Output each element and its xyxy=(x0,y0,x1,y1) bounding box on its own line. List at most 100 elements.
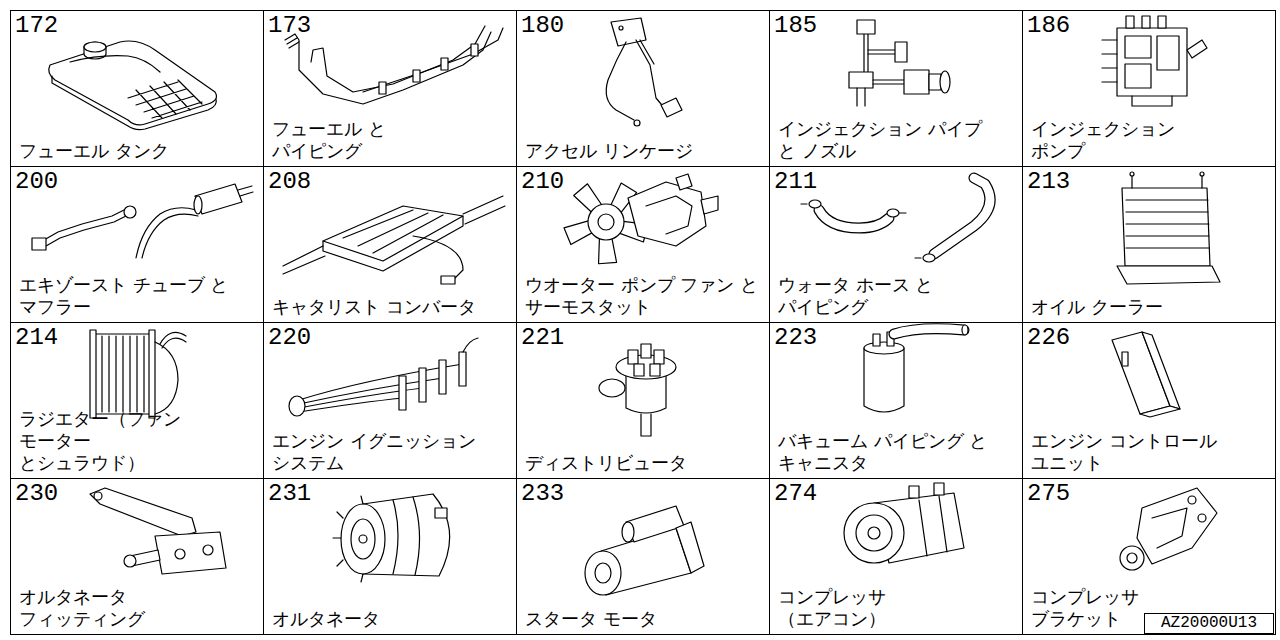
water-pump-fan-drawing xyxy=(676,174,692,190)
water-hose-drawing xyxy=(809,200,821,208)
catalytic-converter-drawing xyxy=(463,196,505,224)
catalog-cell: 274コンプレッサ （エアコン） xyxy=(769,478,1023,635)
callout-number: 186 xyxy=(1027,12,1070,40)
alternator-drawing xyxy=(341,504,385,574)
fuel-tank-drawing xyxy=(70,56,160,72)
water-pump-fan-drawing xyxy=(598,214,614,230)
control-unit-drawing xyxy=(1142,332,1180,409)
compressor-drawing xyxy=(934,483,944,495)
water-hose-drawing xyxy=(934,178,990,254)
exhaust-muffler-drawing xyxy=(32,184,253,258)
injection-nozzle-drawing xyxy=(868,50,895,54)
compressor-bracket-drawing xyxy=(1152,508,1187,548)
catalog-cell: 226エンジン コントロール ユニット xyxy=(1022,322,1276,479)
catalog-cell: 233スタータ モータ xyxy=(516,478,770,635)
oil-cooler-drawing xyxy=(1122,188,1210,266)
water-hose-drawing xyxy=(819,210,889,228)
callout-number: 223 xyxy=(774,324,817,352)
catalog-cell: 231オルタネータ xyxy=(263,478,517,635)
water-pump-fan-drawing xyxy=(628,182,706,246)
exhaust-muffler-drawing xyxy=(44,209,126,240)
part-name: フューエル と パイピング xyxy=(272,118,422,162)
fuel-tank-drawing xyxy=(52,76,216,130)
distributor-drawing xyxy=(599,379,625,397)
catalytic-converter-drawing xyxy=(413,236,463,280)
callout-number: 200 xyxy=(15,168,58,196)
oil-cooler-drawing xyxy=(1132,176,1202,188)
accelerator-linkage-drawing xyxy=(640,40,654,64)
catalytic-converter-drawing xyxy=(283,196,505,284)
control-unit-drawing xyxy=(1140,406,1180,417)
catalog-cell: 208キャタリスト コンバータ xyxy=(263,166,517,323)
injection-pump-drawing xyxy=(1157,36,1179,70)
callout-number: 226 xyxy=(1027,324,1070,352)
alternator-drawing xyxy=(359,535,367,543)
injection-nozzle-drawing xyxy=(904,70,929,94)
injection-nozzle-drawing xyxy=(857,88,865,106)
compressor-bracket-drawing xyxy=(1188,496,1196,504)
compressor-bracket-drawing xyxy=(1137,488,1217,564)
ignition-wires-drawing xyxy=(419,368,426,402)
distributor-drawing xyxy=(654,350,664,364)
compressor-bracket-drawing xyxy=(1120,488,1217,570)
injection-nozzle-drawing xyxy=(864,34,868,72)
oil-cooler-drawing xyxy=(1200,172,1204,176)
radiator-drawing xyxy=(95,334,150,414)
catalytic-converter-drawing xyxy=(283,246,325,274)
vacuum-canister-drawing xyxy=(894,329,964,334)
injection-nozzle-drawing xyxy=(895,42,907,62)
injection-pump-drawing xyxy=(1102,16,1207,106)
callout-number: 221 xyxy=(521,324,564,352)
alternator-bracket-drawing xyxy=(175,549,185,559)
alternator-bracket-drawing xyxy=(94,492,102,500)
distributor-drawing xyxy=(628,350,638,364)
vacuum-canister-drawing xyxy=(864,342,904,354)
compressor-bracket-drawing xyxy=(1120,546,1144,570)
distributor-drawing xyxy=(599,344,676,436)
injection-pump-drawing xyxy=(1158,16,1166,28)
alternator-drawing xyxy=(333,494,450,582)
ignition-wires-drawing xyxy=(463,338,478,352)
callout-number: 208 xyxy=(268,168,311,196)
injection-nozzle-drawing xyxy=(873,80,904,84)
distributor-drawing xyxy=(641,344,651,358)
part-name: バキューム パイピング と キャニスタ xyxy=(778,430,1015,474)
compressor-drawing xyxy=(844,483,964,563)
callout-number: 230 xyxy=(15,480,58,508)
accelerator-linkage-drawing xyxy=(606,18,682,126)
part-name: インジェクション ポンプ xyxy=(1031,118,1181,162)
drawing-code-box: AZ20000U13 xyxy=(1144,613,1274,634)
catalog-cell: 223 バキューム パイピング と キャニスタ xyxy=(769,322,1023,479)
starter-motor-drawing xyxy=(676,522,704,573)
callout-number: 214 xyxy=(15,324,58,352)
fuel-piping-drawing xyxy=(285,26,503,104)
injection-nozzle-drawing xyxy=(849,72,873,88)
alternator-drawing xyxy=(393,497,420,575)
part-name: エキゾースト チューブ と マフラー xyxy=(19,274,249,318)
injection-pump-drawing xyxy=(1142,16,1150,28)
catalog-cell: 211ウォータ ホース と パイピング xyxy=(769,166,1023,323)
compressor-drawing xyxy=(909,486,919,498)
drawing-code: AZ20000U13 xyxy=(1145,614,1273,633)
catalog-cell: 173 フューエル と パイピング xyxy=(263,10,517,167)
radiator-drawing xyxy=(90,330,96,418)
starter-motor-drawing xyxy=(595,563,611,583)
ignition-wires-drawing xyxy=(439,360,446,394)
water-pump-fan-drawing xyxy=(588,204,624,240)
part-name: スタータ モータ xyxy=(525,608,657,630)
callout-number: 185 xyxy=(774,12,817,40)
compressor-drawing xyxy=(868,527,880,539)
radiator-drawing xyxy=(102,336,144,412)
injection-nozzle-drawing xyxy=(929,74,941,90)
water-hose-drawing xyxy=(819,210,889,228)
callout-number: 220 xyxy=(268,324,311,352)
distributor-drawing xyxy=(650,364,660,376)
callout-number: 173 xyxy=(268,12,311,40)
fuel-piping-drawing xyxy=(287,38,299,48)
callout-number: 213 xyxy=(1027,168,1070,196)
distributor-drawing xyxy=(634,364,644,376)
alternator-bracket-drawing xyxy=(90,488,196,536)
part-name: コンプレッサ （エアコン） xyxy=(778,586,928,630)
catalog-cell: 214ラジエター（ファン モーター とシュラウド） xyxy=(10,322,264,479)
